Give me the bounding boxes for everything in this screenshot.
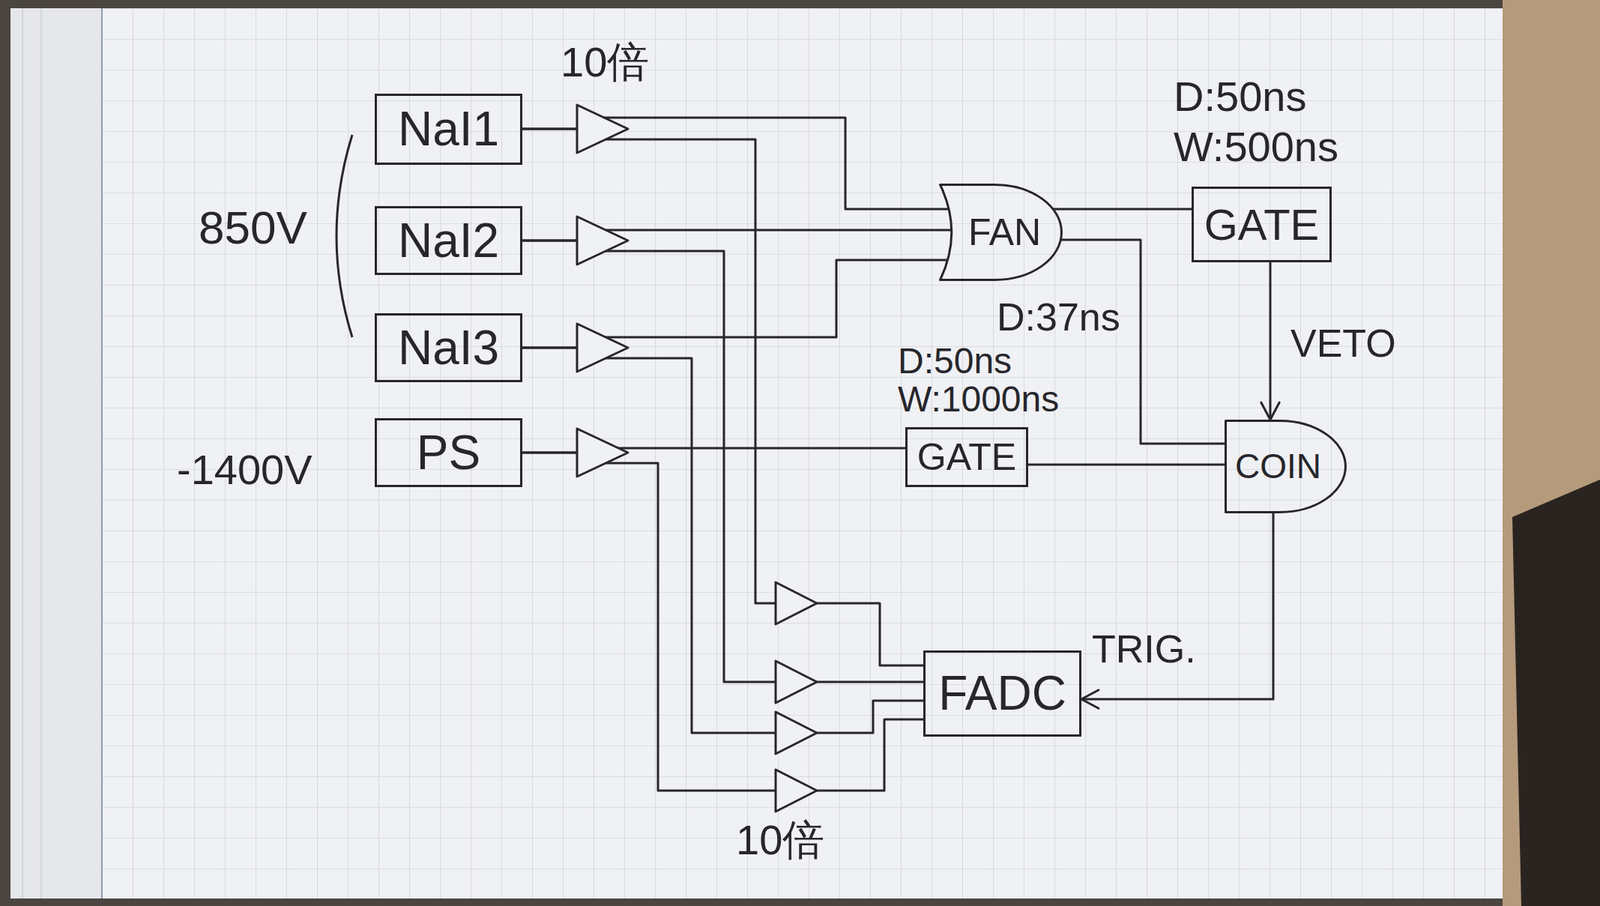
edge-label: D:37ns (996, 296, 1121, 339)
wire-path (522, 347, 924, 733)
amplifier-symbol (775, 769, 817, 812)
grid-lines (101, 8, 1503, 899)
amplifier-symbol (775, 582, 817, 625)
signal-wire (522, 240, 924, 682)
signal-wire (1060, 239, 1225, 444)
amplifier-symbol (775, 660, 817, 703)
annotation-label: 10倍 (735, 816, 825, 864)
module-box: NaI3 (374, 313, 523, 383)
amplifier-symbol (577, 216, 629, 265)
wire-path (522, 240, 924, 682)
signal-wire (1028, 464, 1225, 466)
edge-label: TRIG. (1091, 628, 1197, 671)
signal-wire (522, 347, 924, 733)
amplifier-symbol (577, 323, 629, 372)
annotation-label: W:1000ns (897, 379, 1059, 420)
voltage-bracket (336, 134, 353, 338)
node-label: NaI2 (397, 214, 500, 267)
node-label: GATE (917, 436, 1017, 479)
annotation-label: D:50ns (897, 341, 1012, 382)
module-box: NaI1 (374, 93, 523, 165)
annotation-label: -1400V (176, 446, 313, 494)
wire-path (1052, 208, 1192, 211)
node-label: NaI3 (397, 321, 500, 374)
table-surface (1502, 0, 1600, 906)
wire-path (522, 452, 924, 791)
wire-path (1028, 463, 1225, 467)
wire-path (1081, 513, 1274, 700)
module-box: FADC (923, 650, 1082, 737)
signal-wire (522, 452, 924, 791)
signal-wire (1261, 262, 1280, 420)
arrow-head (1261, 402, 1280, 420)
edge-label: VETO (1290, 322, 1397, 365)
annotation-label: 10倍 (560, 38, 649, 86)
signal-wire (1081, 513, 1274, 709)
wire-path (1269, 262, 1272, 420)
paper-page-edges (10, 8, 102, 899)
node-label: FADC (938, 666, 1067, 720)
module-box: GATE (1191, 186, 1332, 263)
annotation-label: W:500ns (1173, 123, 1339, 171)
table-shadow (1512, 479, 1600, 906)
module-box: NaI2 (374, 206, 523, 276)
page-edge-line (21, 8, 24, 899)
node-label: PS (416, 426, 481, 479)
node-label: NaI1 (397, 102, 500, 156)
fan-gate: FAN (939, 183, 1063, 282)
module-box: PS (374, 418, 523, 488)
node-label: GATE (1204, 200, 1320, 249)
node-label: COIN (1235, 447, 1322, 486)
annotation-label: 850V (198, 202, 308, 254)
coincidence-gate: COIN (1224, 419, 1347, 514)
amplifier-symbol (577, 104, 629, 153)
signal-wire (1052, 209, 1192, 210)
amplifier-symbol (775, 711, 817, 754)
annotation-label: D:50ns (1173, 73, 1307, 120)
margin-line (101, 8, 103, 899)
gate-outline-path (940, 185, 1062, 281)
node-label: FAN (968, 212, 1041, 254)
gate-outline-path (1226, 421, 1346, 513)
wire-path (1060, 239, 1225, 444)
page-edge-line (40, 8, 42, 899)
amplifier-symbol (577, 428, 629, 477)
module-box: GATE (905, 427, 1029, 488)
arrow-head (1081, 690, 1099, 709)
paper-sheet (10, 8, 1503, 899)
